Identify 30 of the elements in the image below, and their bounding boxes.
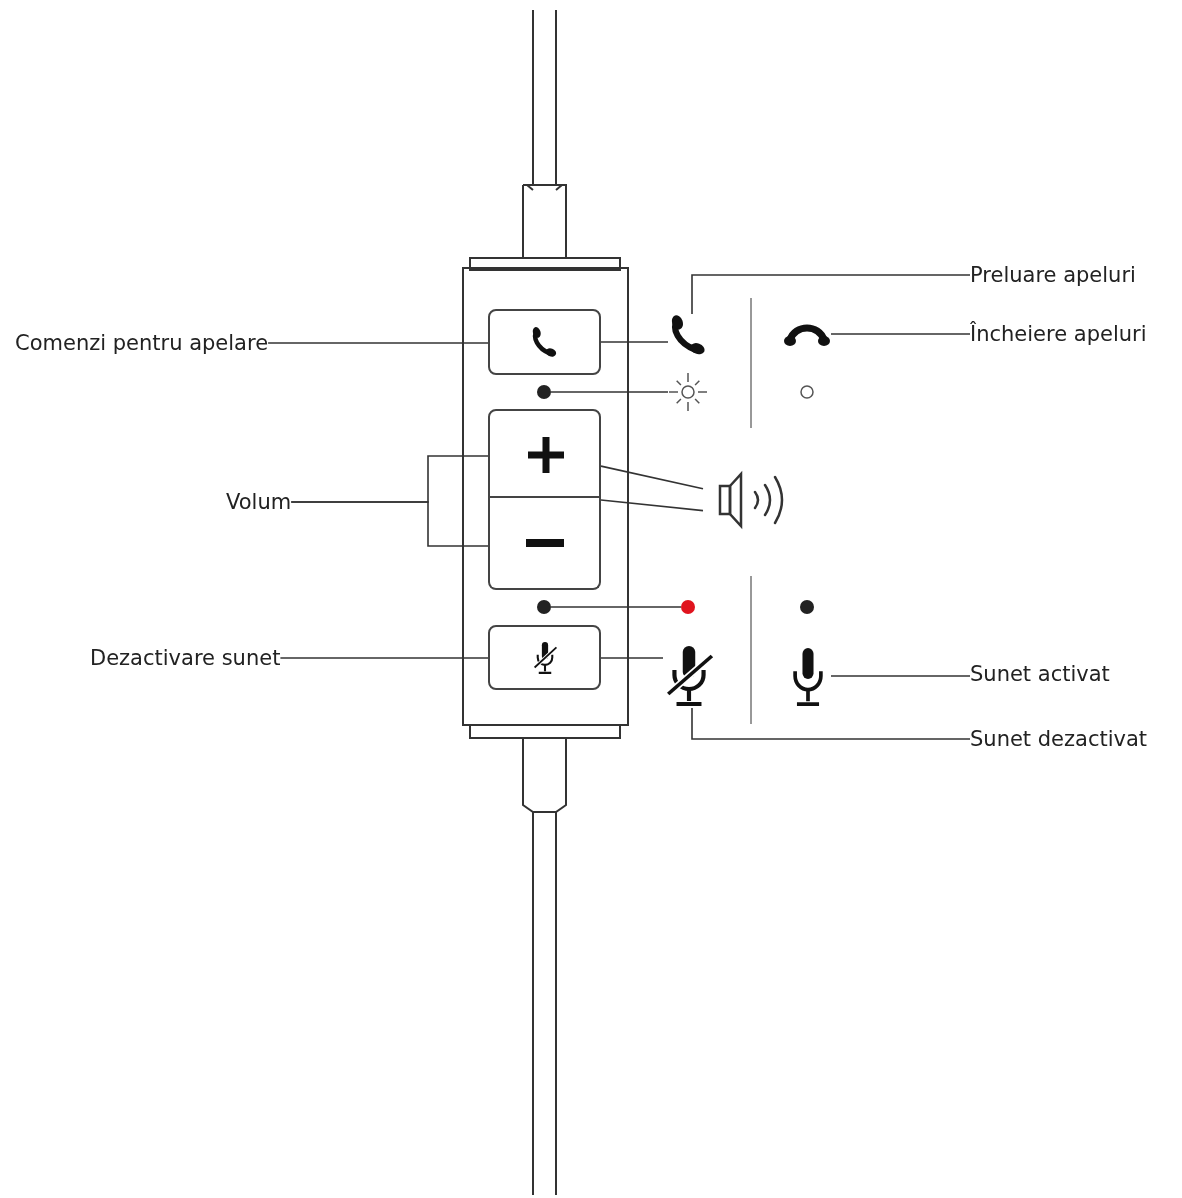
leader-line (600, 657, 664, 659)
led-indicator (537, 600, 551, 614)
mute-button (488, 625, 601, 690)
blinking-light-icon (668, 372, 708, 412)
callout-label: Încheiere apeluri (970, 320, 1147, 348)
callout-label: Sunet activat (970, 660, 1110, 688)
leader-line (279, 657, 489, 659)
callout-label: Sunet dezactivat (970, 725, 1148, 753)
leader-line (691, 707, 971, 740)
leader-line (600, 465, 704, 490)
leader-line (267, 342, 489, 344)
leader-line (290, 501, 489, 547)
leader-line (600, 499, 704, 512)
led-indicator (681, 600, 695, 614)
volume-down-button (488, 498, 601, 590)
empty-circle-icon (799, 384, 815, 400)
leader-line (830, 333, 971, 335)
leader-line (550, 391, 669, 393)
callout-label: Comenzi pentru apelare (15, 329, 269, 357)
leader-line (830, 675, 971, 677)
led-indicator (537, 385, 551, 399)
leader-line (550, 606, 682, 608)
call-button (488, 309, 601, 375)
volume-up-button (488, 409, 601, 498)
callout-label: Volum (226, 488, 292, 516)
callout-label: Preluare apeluri (970, 261, 1136, 289)
leader-line (600, 341, 669, 343)
led-indicator (800, 600, 814, 614)
callout-label: Dezactivare sunet (90, 644, 281, 672)
leader-line (691, 274, 971, 315)
